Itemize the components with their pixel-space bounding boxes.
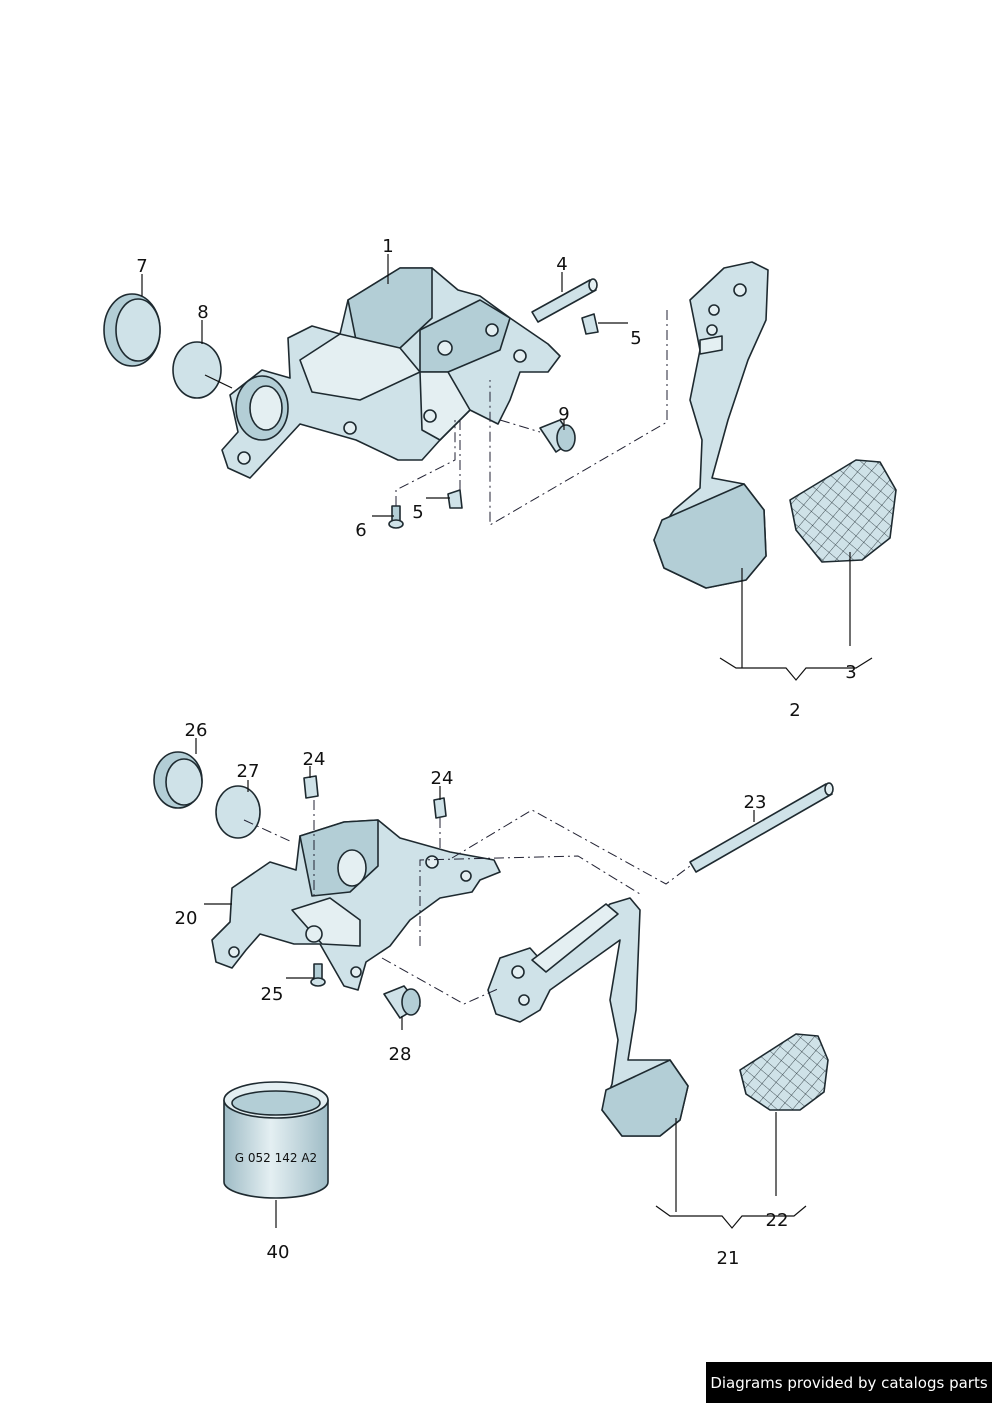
callout-22: 22 [766,1210,789,1231]
callout-2: 2 [789,700,800,721]
callout-24-right: 24 [431,768,454,789]
callout-28: 28 [389,1044,412,1065]
part-3-pedal-pad [789,459,897,563]
callout-23: 23 [744,792,767,813]
part-40-sleeve: G 052 142 A2 [223,1081,329,1199]
part-21-clutch-pedal [487,897,689,1137]
callout-1: 1 [382,236,393,257]
callout-27: 27 [237,761,260,782]
upper-assembly [103,261,897,589]
part-4-pin [531,278,598,323]
part-23-shaft [689,782,834,873]
callout-5-upper: 5 [630,328,641,349]
part-26-cap [153,751,203,809]
part-22-pedal-pad [739,1033,829,1111]
part-27-plug [215,785,261,839]
part-8-plug [172,341,233,399]
callout-4: 4 [556,254,567,275]
callout-25: 25 [261,984,284,1005]
leader-lines [141,254,873,1229]
part-24-clip-left [303,775,319,799]
callout-24-left: 24 [303,749,326,770]
callout-8: 8 [197,302,208,323]
part-5-clip-upper [581,313,599,335]
part-7-cap [103,293,161,367]
callout-40: 40 [267,1242,290,1263]
part-6-screw [388,505,404,529]
callout-6: 6 [355,520,366,541]
callout-20: 20 [175,908,198,929]
callout-3: 3 [845,662,856,683]
part-2-brake-pedal [653,261,769,589]
part-28-switch [383,985,421,1019]
footer-credit: Diagrams provided by catalogs parts [706,1362,992,1403]
part-24-clip-right [433,797,447,819]
part-9-switch [539,419,576,453]
part-20-pedal-bracket [211,819,501,991]
part-40-marking: G 052 142 A2 [235,1151,317,1165]
callout-labels: 1 7 8 4 5 9 5 6 3 2 26 27 24 24 23 20 25… [136,236,856,1269]
part-1-pedal-bracket [221,267,561,479]
callout-5-lower: 5 [412,502,423,523]
part-25-screw [310,963,326,987]
callout-26: 26 [185,720,208,741]
lower-assembly: G 052 142 A2 [153,751,834,1199]
part-5-clip-lower [447,489,463,509]
callout-7: 7 [136,256,147,277]
callout-9: 9 [558,404,569,425]
callout-21: 21 [717,1248,740,1269]
